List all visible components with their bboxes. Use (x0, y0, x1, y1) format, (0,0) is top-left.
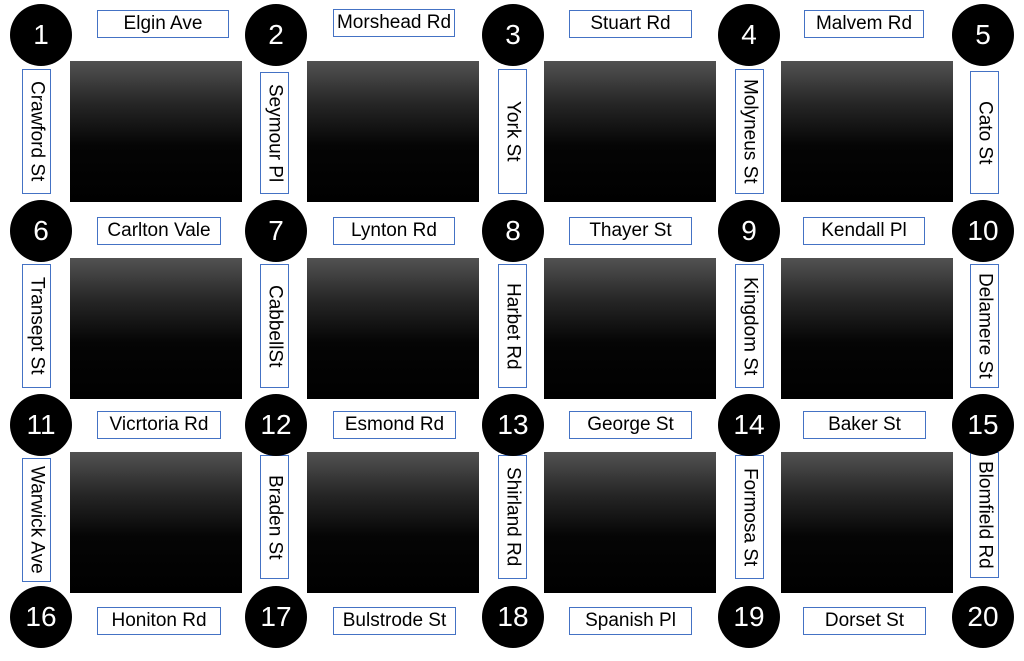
city-block (307, 452, 479, 593)
street-label-harbet-rd: Harbet Rd (498, 264, 527, 388)
street-label-thayer-st: Thayer St (569, 217, 692, 245)
intersection-node-12: 12 (245, 394, 307, 456)
city-block (70, 61, 242, 202)
city-block (70, 258, 242, 399)
street-label-bulstrode-st: Bulstrode St (333, 607, 456, 635)
street-label-cato-st: Cato St (970, 71, 999, 194)
intersection-node-7: 7 (245, 200, 307, 262)
street-label-vicrtoria-rd: Vicrtoria Rd (97, 411, 221, 439)
street-label-george-st: George St (569, 411, 692, 439)
city-block (307, 61, 479, 202)
intersection-node-13: 13 (482, 394, 544, 456)
street-label-morshead-rd: Morshead Rd (333, 9, 455, 37)
intersection-node-2: 2 (245, 4, 307, 66)
city-block (307, 258, 479, 399)
intersection-node-10: 10 (952, 200, 1014, 262)
intersection-node-8: 8 (482, 200, 544, 262)
street-label-york-st: York St (498, 69, 527, 194)
street-label-warwick-ave: Warwick Ave (22, 458, 51, 582)
city-block (544, 452, 716, 593)
street-label-kingdom-st: Kingdom St (735, 264, 764, 388)
street-label-malvem-rd: Malvem Rd (804, 10, 924, 38)
city-block (781, 452, 953, 593)
street-label-molyneus-st: Molyneus St (735, 69, 764, 194)
street-label-delamere-st: Delamere St (970, 264, 999, 388)
street-label-elgin-ave: Elgin Ave (97, 10, 229, 38)
street-label-cabbellst: CabbellSt (260, 264, 289, 388)
street-label-braden-st: Braden St (260, 455, 289, 579)
street-label-stuart-rd: Stuart Rd (569, 10, 692, 38)
intersection-node-19: 19 (718, 586, 780, 648)
city-block (544, 258, 716, 399)
intersection-node-20: 20 (952, 586, 1014, 648)
street-label-kendall-pl: Kendall Pl (803, 217, 925, 245)
intersection-node-11: 11 (10, 394, 72, 456)
intersection-node-17: 17 (245, 586, 307, 648)
city-block (781, 258, 953, 399)
street-label-crawford-st: Crawford St (22, 69, 51, 194)
street-label-spanish-pl: Spanish Pl (569, 607, 692, 635)
city-block (781, 61, 953, 202)
street-label-baker-st: Baker St (803, 411, 926, 439)
intersection-node-4: 4 (718, 4, 780, 66)
intersection-node-16: 16 (10, 586, 72, 648)
street-label-transept-st: Transept St (22, 264, 51, 388)
street-label-blomfield-rd: Blomfield Rd (970, 452, 999, 578)
street-label-carlton-vale: Carlton Vale (97, 217, 221, 245)
street-label-esmond-rd: Esmond Rd (333, 411, 456, 439)
city-block (544, 61, 716, 202)
street-label-formosa-st: Formosa St (735, 455, 764, 579)
intersection-node-15: 15 (952, 394, 1014, 456)
intersection-node-18: 18 (482, 586, 544, 648)
street-label-dorset-st: Dorset St (803, 607, 926, 635)
intersection-node-1: 1 (10, 4, 72, 66)
street-label-shirland-rd: Shirland Rd (498, 455, 527, 579)
street-label-lynton-rd: Lynton Rd (333, 217, 455, 245)
intersection-node-3: 3 (482, 4, 544, 66)
intersection-node-6: 6 (10, 200, 72, 262)
city-block (70, 452, 242, 593)
intersection-node-9: 9 (718, 200, 780, 262)
street-label-honiton-rd: Honiton Rd (97, 607, 221, 635)
street-label-seymour-pl: Seymour Pl (260, 72, 289, 194)
intersection-node-5: 5 (952, 4, 1014, 66)
intersection-node-14: 14 (718, 394, 780, 456)
